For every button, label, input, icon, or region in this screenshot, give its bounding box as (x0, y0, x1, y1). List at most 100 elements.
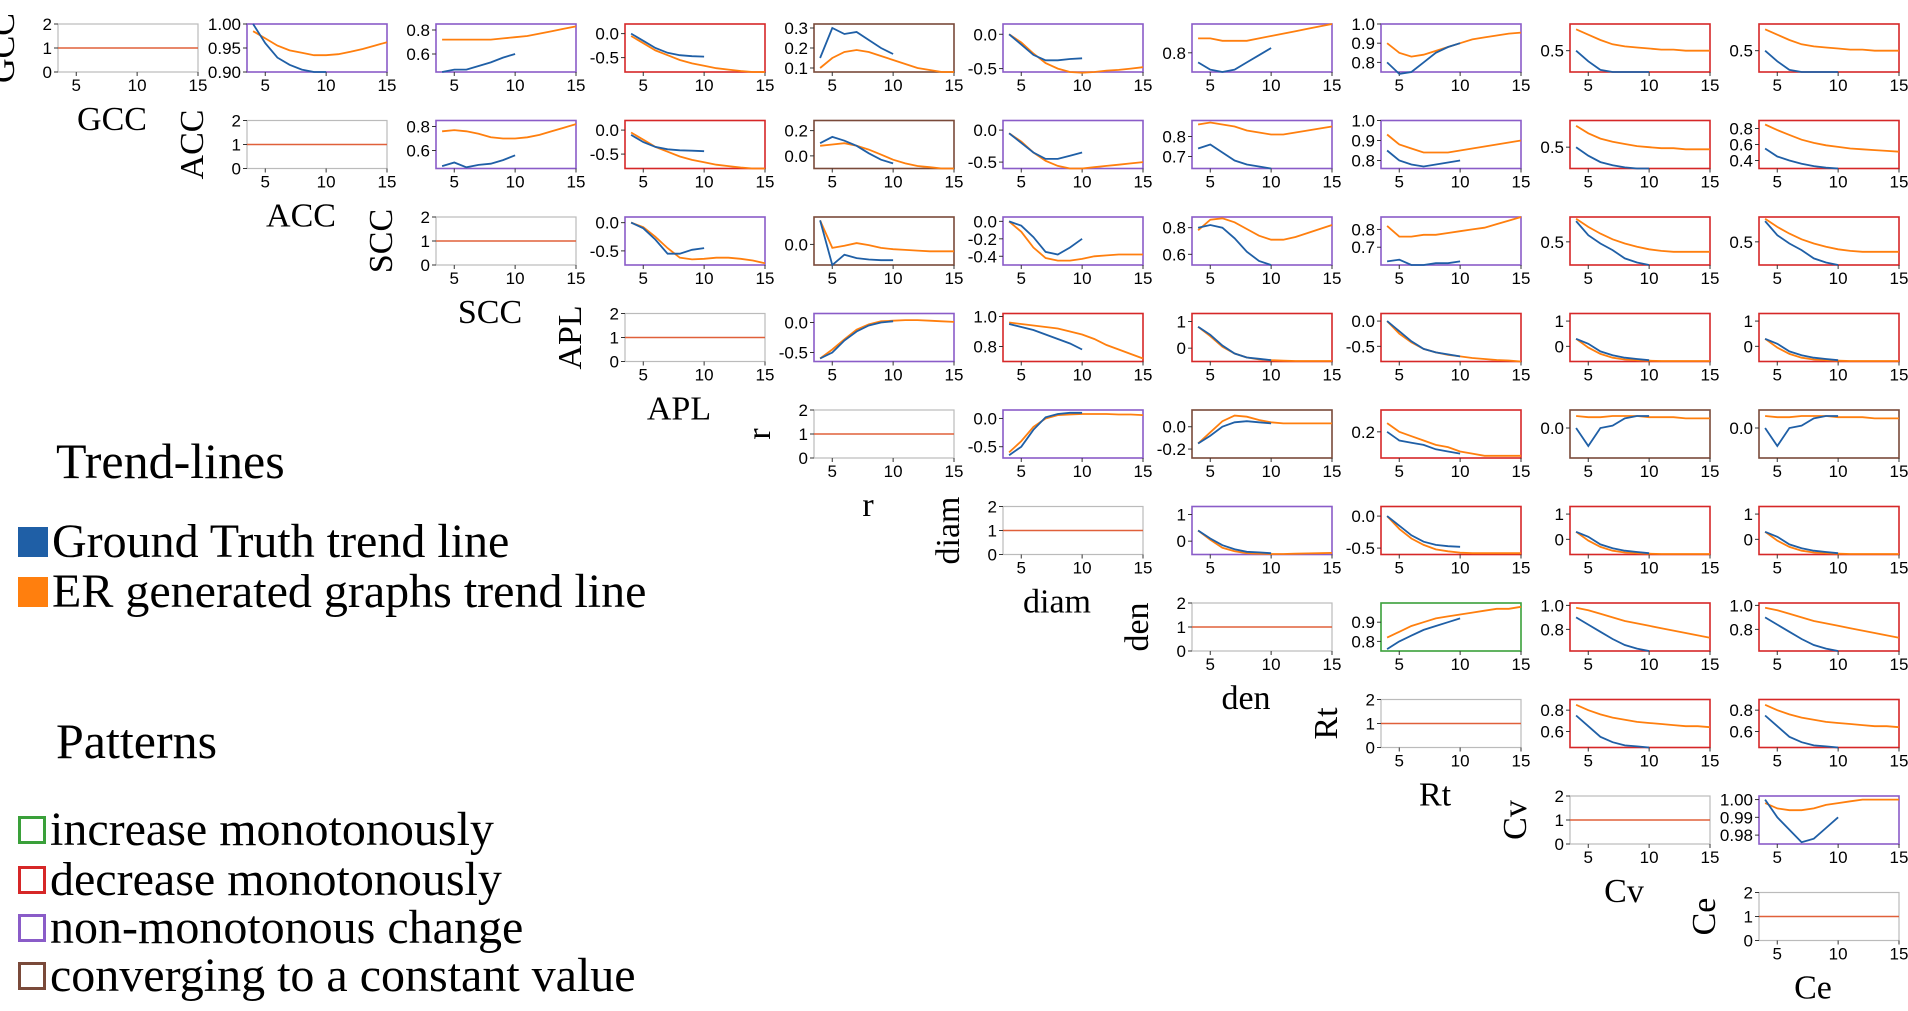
cell-scc-r-xtick-label: 5 (828, 269, 837, 288)
variable-label-vertical-apl: APL (552, 305, 589, 369)
cell-scc-rt-ytick-label: 0.7 (1351, 238, 1375, 257)
cell-apl-ce-ground-truth-line (1764, 337, 1839, 362)
cell-gcc-acc-xtick-label: 15 (378, 76, 397, 95)
cell-cv-ce-ytick-label: 0.99 (1720, 808, 1753, 827)
cell-den-ce-ytick-label: 0.8 (1729, 620, 1753, 639)
cell-acc-r-xtick-label: 10 (884, 173, 903, 192)
cell-scc-ce-ytick-label: 0.5 (1729, 233, 1753, 252)
cell-scc-r-ground-truth-line (819, 220, 894, 267)
cell-diag-cv-xtick-label: 15 (1701, 848, 1720, 867)
cell-diag-diam-xtick-label: 10 (1073, 559, 1092, 578)
cell-gcc-ce-ground-truth-line (1764, 50, 1839, 73)
cell-gcc-ce-xtick-label: 15 (1890, 76, 1908, 95)
cell-r-rt-xtick-label: 10 (1451, 462, 1470, 481)
cell-gcc-rt-xtick-label: 10 (1451, 76, 1470, 95)
cell-acc-den-ytick-label: 0.8 (1162, 128, 1186, 147)
cell-acc-r-ytick-label: 0.0 (784, 147, 808, 166)
patterns-title: Patterns (56, 713, 218, 769)
cell-gcc-apl-xtick-label: 5 (639, 76, 648, 95)
cell-apl-cv-xtick-label: 5 (1584, 366, 1593, 385)
cell-apl-den-frame (1191, 312, 1333, 363)
cell-r-ce-xtick-label: 5 (1773, 462, 1782, 481)
cell-scc-diam-ytick-label: -0.2 (968, 230, 997, 249)
cell-acc-ce-ytick-label: 0.4 (1729, 152, 1753, 171)
cell-diag-ce-xtick-label: 15 (1890, 945, 1908, 964)
cell-acc-ce-ytick-label: 0.6 (1729, 136, 1753, 155)
cell-diag-ce-xtick-label: 5 (1773, 945, 1782, 964)
cell-diam-rt-xtick-label: 15 (1512, 559, 1531, 578)
trend-lines-title: Trend-lines (56, 433, 285, 489)
cell-diag-ce-ytick-label: 0 (1744, 932, 1753, 951)
cell-apl-diam-xtick-label: 15 (1134, 366, 1153, 385)
cell-apl-ce-ytick-label: 1 (1744, 312, 1753, 331)
cell-scc-rt-frame (1380, 216, 1522, 266)
cell-gcc-rt-ytick-label: 0.9 (1351, 34, 1375, 53)
cell-acc-apl-ground-truth-line (630, 134, 705, 153)
cell-scc-r-frame (813, 216, 955, 266)
cell-acc-apl-xtick-label: 15 (756, 173, 775, 192)
cell-rt-cv-ytick-label: 0.6 (1540, 723, 1564, 742)
cell-cv-ce-xtick-label: 5 (1773, 848, 1782, 867)
cell-den-cv-ytick-label: 1.0 (1540, 596, 1564, 615)
cell-acc-cv-ytick-label: 0.5 (1540, 138, 1564, 157)
cell-acc-den-xtick-label: 10 (1262, 173, 1281, 192)
cell-r-diam-er-line (1008, 413, 1144, 454)
cell-scc-cv-er-line (1575, 217, 1710, 253)
cell-gcc-diam-xtick-label: 15 (1134, 76, 1153, 95)
cell-apl-den-xtick-label: 10 (1262, 366, 1281, 385)
cell-acc-cv-plot-area (1575, 125, 1710, 170)
cell-acc-rt-ytick-label: 1.0 (1351, 112, 1375, 131)
ground-truth-swatch (18, 527, 48, 557)
nonmono-outline (18, 914, 46, 942)
cell-apl-diam-ytick-label: 1.0 (973, 308, 997, 327)
cell-rt-cv-plot-area (1575, 703, 1711, 749)
cell-gcc-rt-xtick-label: 5 (1395, 76, 1404, 95)
cell-acc-cv-xtick-label: 5 (1584, 173, 1593, 192)
cell-gcc-rt-ytick-label: 0.8 (1351, 53, 1375, 72)
variable-label-vertical-diam: diam (930, 497, 967, 565)
cell-scc-r-ytick-label: 0.0 (784, 235, 808, 254)
cell-gcc-r-ground-truth-line (819, 26, 894, 59)
cell-gcc-ce-xtick-label: 10 (1829, 76, 1848, 95)
cell-gcc-ce-xtick-label: 5 (1773, 76, 1782, 95)
cell-acc-scc-xtick-label: 15 (567, 173, 586, 192)
cell-diag-ce-ytick-label: 1 (1744, 908, 1753, 927)
cell-scc-den-er-line (1197, 217, 1333, 241)
cell-acc-apl-xtick-label: 10 (695, 173, 714, 192)
cell-diag-rt-xtick-label: 15 (1512, 752, 1531, 771)
cell-gcc-den-xtick-label: 10 (1262, 76, 1281, 95)
cell-diam-den-er-line (1197, 529, 1333, 555)
cell-acc-scc-ground-truth-line (441, 154, 516, 169)
cell-r-cv-plot-area (1575, 415, 1710, 448)
cell-diam-cv-ytick-label: 1 (1555, 505, 1564, 524)
cell-acc-diam-ytick-label: -0.5 (968, 153, 997, 172)
cell-gcc-acc-ytick-label: 0.95 (208, 39, 241, 58)
cell-scc-cv-ground-truth-line (1575, 220, 1650, 266)
cell-gcc-diam-er-line (1008, 33, 1144, 74)
cell-gcc-scc-er-line (442, 25, 577, 41)
cell-diag-cv-xtick-label: 5 (1584, 848, 1593, 867)
cell-diag-r-xtick-label: 5 (828, 462, 837, 481)
cell-diag-apl-xtick-label: 10 (695, 366, 714, 385)
cell-acc-scc-frame (435, 119, 577, 170)
cell-gcc-scc-ytick-label: 0.6 (406, 45, 430, 64)
cell-diag-acc-ytick-label: 0 (232, 160, 241, 179)
cell-diag-r-xtick-label: 15 (945, 462, 964, 481)
cell-gcc-rt-plot-area (1386, 31, 1522, 75)
